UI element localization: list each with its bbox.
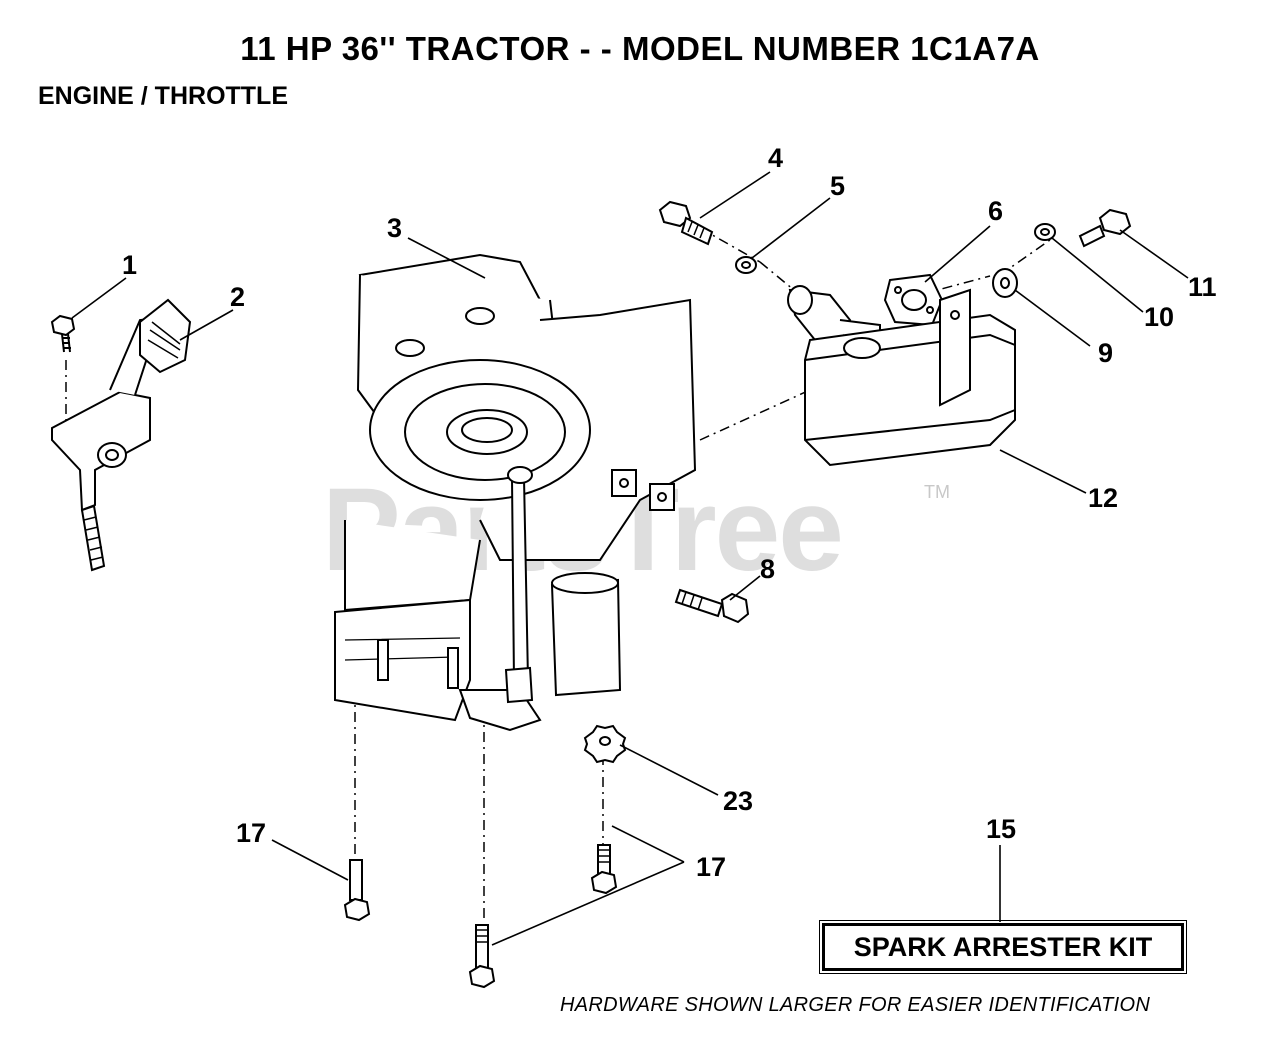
callout-9: 9 bbox=[1098, 338, 1113, 368]
part-10-lockwasher bbox=[1034, 223, 1056, 241]
leader-lines bbox=[71, 171, 1189, 946]
footer-note-text: HARDWARE SHOWN LARGER FOR EASIER IDENTIF… bbox=[560, 994, 1151, 1016]
part-17-bolt-left bbox=[343, 859, 371, 922]
callout-11: 11 bbox=[1188, 272, 1217, 302]
part-3-engine bbox=[334, 253, 697, 732]
callout-6: 6 bbox=[988, 196, 1003, 226]
section-title: ENGINE / THROTTLE bbox=[38, 82, 288, 110]
part-1-bolt bbox=[50, 314, 76, 353]
callout-15: 15 bbox=[986, 814, 1016, 844]
part-11-bolt bbox=[1078, 208, 1132, 248]
part-5-lockwasher bbox=[735, 256, 757, 274]
part-2-throttle-control bbox=[51, 298, 192, 572]
callout-17-left: 17 bbox=[236, 818, 266, 848]
part-4-bolt bbox=[658, 200, 714, 246]
alignment-lines bbox=[65, 227, 1051, 920]
callout-17-right: 17 bbox=[696, 852, 726, 882]
part-12-muffler bbox=[804, 288, 1016, 467]
spark-arrester-kit-box: SPARK ARRESTER KIT bbox=[819, 920, 1187, 974]
watermark-trademark: TM bbox=[924, 482, 950, 502]
callout-2: 2 bbox=[230, 282, 245, 312]
spark-arrester-kit-label: SPARK ARRESTER KIT bbox=[853, 931, 1153, 962]
part-8-bolt bbox=[674, 588, 750, 624]
callout-12: 12 bbox=[1088, 483, 1118, 513]
callout-8: 8 bbox=[760, 554, 775, 584]
callout-23: 23 bbox=[723, 786, 753, 816]
part-17-bolt-bottom bbox=[468, 924, 496, 989]
callout-10: 10 bbox=[1144, 302, 1174, 332]
callout-1: 1 bbox=[122, 250, 137, 280]
part-23-star-washer bbox=[583, 724, 627, 764]
callout-4: 4 bbox=[768, 143, 783, 173]
part-6-gasket bbox=[883, 273, 944, 327]
part-17-bolt-mid bbox=[590, 844, 618, 895]
callout-3: 3 bbox=[387, 213, 402, 243]
footer-note: HARDWARE SHOWN LARGER FOR EASIER IDENTIF… bbox=[560, 994, 1150, 1017]
diagram-title: 11 HP 36'' TRACTOR - - MODEL NUMBER 1C1A… bbox=[240, 30, 1040, 67]
callout-5: 5 bbox=[830, 171, 845, 201]
part-9-washer bbox=[992, 268, 1018, 298]
